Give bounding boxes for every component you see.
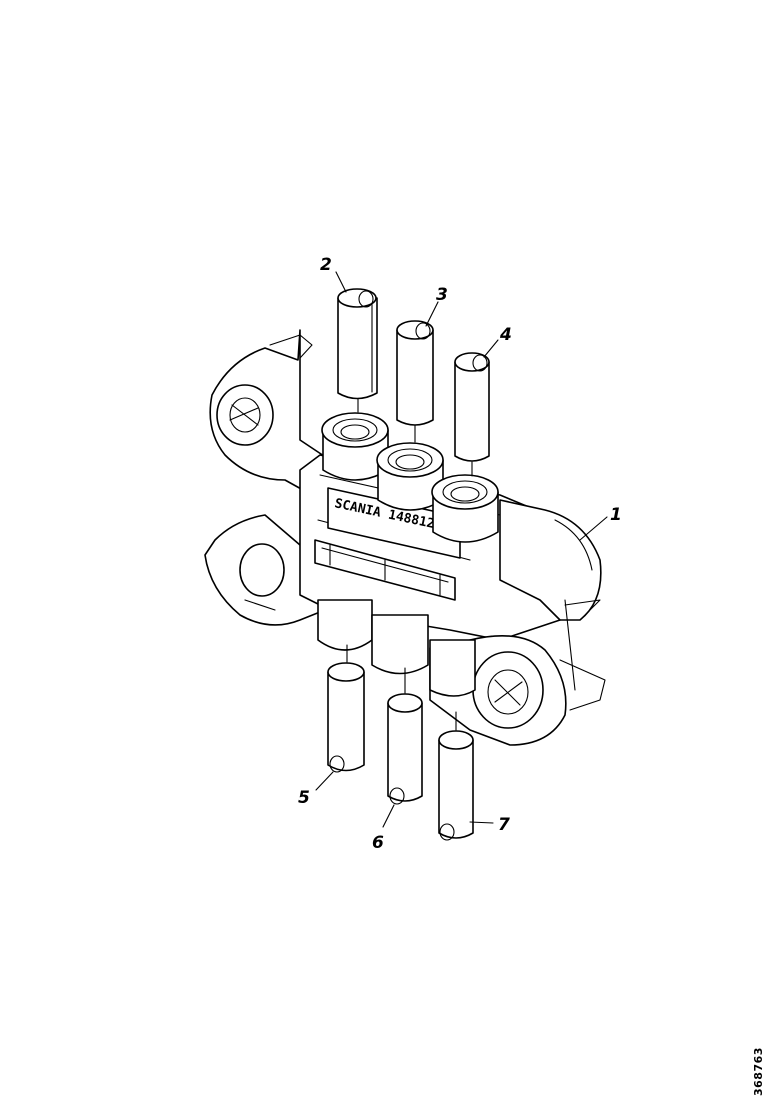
callout-4: 4: [499, 325, 512, 345]
callout-2: 2: [320, 255, 332, 275]
valve-block-body: SCANIA 1488124: [204, 329, 606, 746]
pipe-7: [438, 711, 474, 841]
callout-6: 6: [372, 833, 384, 853]
pipe-4: [454, 352, 490, 477]
callout-1: 1: [610, 505, 622, 525]
lower-port-c: [429, 639, 476, 697]
callout-7: 7: [498, 815, 510, 835]
lower-port-b: [371, 614, 429, 675]
pipe-5: [327, 644, 365, 773]
upper-port-a: [321, 412, 389, 481]
pipe-6: [387, 667, 423, 805]
upper-port-c: [431, 474, 499, 543]
callout-3: 3: [436, 285, 448, 305]
document-id: 368763: [752, 1047, 765, 1096]
leader-lines: [315, 271, 608, 828]
pipe-3: [396, 320, 434, 443]
callout-5: 5: [298, 788, 310, 808]
upper-port-b: [376, 442, 444, 511]
lower-port-a: [317, 599, 373, 651]
pipe-2: [337, 288, 378, 413]
